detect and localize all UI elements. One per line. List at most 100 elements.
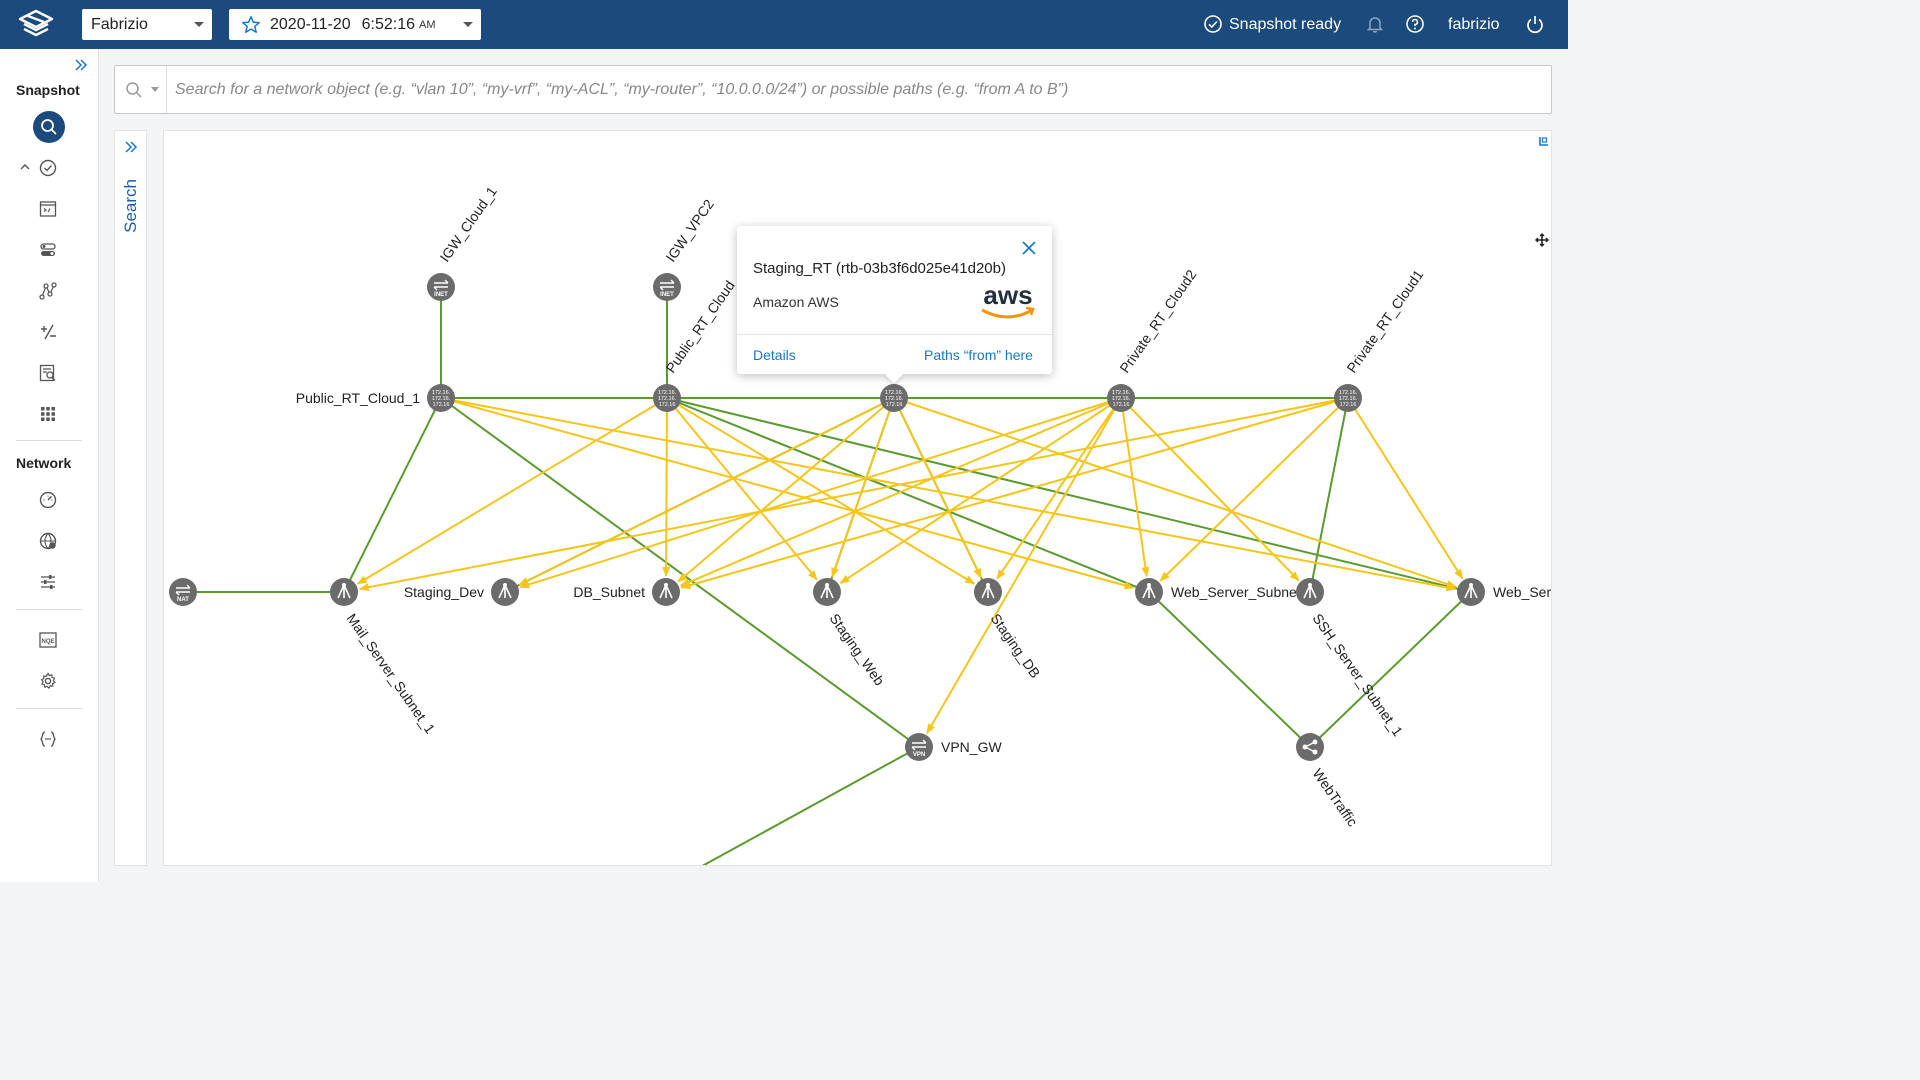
expand-sidebar-icon[interactable] <box>74 58 88 72</box>
link-prt1-vpn[interactable] <box>440 397 920 748</box>
router-glyph-text: 172.16. <box>885 396 904 402</box>
chevron-up-icon[interactable] <box>19 162 31 172</box>
app-logo-icon[interactable] <box>14 8 58 42</box>
inventory-search-icon[interactable] <box>38 363 58 383</box>
details-link[interactable]: Details <box>753 347 796 363</box>
router-glyph-text: 172.16. <box>1112 390 1131 396</box>
search-panel-tab[interactable]: Search <box>121 179 140 233</box>
sliders-icon[interactable] <box>38 572 58 592</box>
path-trace-icon[interactable] <box>38 281 58 301</box>
gateway-arrows-glyph <box>659 279 675 291</box>
config-file-icon[interactable] <box>38 199 58 219</box>
topology-node-wss[interactable]: Web_Server_Subnet <box>1135 578 1301 606</box>
search-input[interactable]: Search for a network object (e.g. “vlan … <box>175 81 1069 98</box>
bell-icon[interactable] <box>1365 14 1385 34</box>
dashboard-gauge-icon[interactable] <box>38 490 58 510</box>
path-pvrt1-wss[interactable] <box>1159 397 1349 582</box>
topology-node-mail[interactable]: Mail_Server_Subnet_1 <box>330 578 438 737</box>
subnet-glyph <box>981 584 995 599</box>
path-pvrt2-ssh[interactable] <box>1120 397 1300 582</box>
router-glyph-text: 172.16. <box>1339 390 1358 396</box>
topology-node-db[interactable]: DB_Subnet <box>573 578 680 606</box>
gear-icon[interactable] <box>38 671 58 691</box>
link-pvrt1-ssh[interactable] <box>1309 397 1349 593</box>
search-icon <box>126 82 142 98</box>
path-srt-db[interactable] <box>677 397 895 583</box>
gateway-type-text: INET <box>434 292 448 298</box>
path-pvrt2-sdb[interactable] <box>996 397 1122 580</box>
path-pvrt1-webs[interactable] <box>1347 397 1464 580</box>
snapshot-status: Snapshot ready <box>1229 15 1342 33</box>
router-glyph-text: 172.16 <box>1340 402 1357 408</box>
path-pvrt1-db[interactable] <box>680 397 1349 590</box>
path-pvrt1-mail[interactable] <box>358 397 1349 592</box>
topology-node-webt[interactable]: WebTraffic <box>1296 733 1361 829</box>
router-glyph-text: 172.16. <box>1339 396 1358 402</box>
network-settings-icon[interactable] <box>38 531 58 551</box>
path-srt-sdev[interactable] <box>518 397 895 586</box>
star-icon[interactable] <box>241 15 261 35</box>
link-prt1-mail[interactable] <box>343 397 442 593</box>
diff-icon[interactable] <box>38 322 58 342</box>
search-nav-button[interactable] <box>33 111 65 143</box>
path-pvrt2-sdev[interactable] <box>519 397 1122 589</box>
path-pvrt2-vpn[interactable] <box>926 397 1122 735</box>
router-node-icon <box>1334 384 1362 412</box>
path-prt2-mail[interactable] <box>356 397 668 585</box>
subnet-glyph-dot <box>342 583 346 587</box>
path-prt2-sweb[interactable] <box>666 397 818 581</box>
path-srt-webs[interactable] <box>893 397 1457 588</box>
help-icon[interactable] <box>1405 14 1425 34</box>
link-wss-webt[interactable] <box>1148 591 1311 748</box>
link-prt2-webs[interactable] <box>666 397 1472 593</box>
path-prt1-webs[interactable] <box>440 397 1457 592</box>
topology-node-ssh[interactable]: SSH_Server_Subnet_1 <box>1296 578 1406 739</box>
api-braces-icon[interactable] <box>38 729 58 749</box>
path-srt-sweb[interactable] <box>831 397 895 578</box>
topology-node-srt[interactable]: 172.16.172.16.172.16 <box>880 384 908 412</box>
path-srt-sdb[interactable] <box>893 397 982 579</box>
user-menu[interactable]: fabrizio <box>1448 15 1500 33</box>
power-icon[interactable] <box>1525 14 1545 34</box>
topology-graph[interactable]: INETIGW_Cloud_1INETIGW_VPC2172.16.172.16… <box>164 131 1552 866</box>
verify-check-icon[interactable] <box>38 158 58 178</box>
subnet-glyph-dot <box>986 583 990 587</box>
search-mode-dropdown[interactable] <box>115 66 167 113</box>
subnet-glyph <box>1303 584 1317 599</box>
chevron-down-icon <box>463 22 473 27</box>
close-icon[interactable] <box>1021 240 1037 256</box>
network-selector[interactable]: Fabrizio <box>82 9 212 40</box>
apps-grid-icon[interactable] <box>38 404 58 424</box>
topology-node-sweb[interactable]: Staging_Web <box>813 578 888 689</box>
topology-node-sdev[interactable]: Staging_Dev <box>404 578 519 606</box>
nqe-icon[interactable]: NQE <box>38 630 58 650</box>
expand-panel-icon[interactable] <box>124 140 138 154</box>
router-glyph-text: 172.16 <box>886 402 903 408</box>
link-webs-webt[interactable] <box>1309 591 1472 748</box>
topology-node-nat[interactable]: NAT <box>169 578 197 606</box>
path-pvrt2-sweb[interactable] <box>839 397 1122 585</box>
path-prt2-sdb[interactable] <box>666 397 976 585</box>
paths-from-here-link[interactable]: Paths “from” here <box>924 347 1033 363</box>
snapshot-selector[interactable]: 2020-11-20 6:52:16 AM <box>229 9 481 40</box>
path-prt2-db[interactable] <box>662 397 671 578</box>
toggles-icon[interactable] <box>38 240 58 260</box>
subnet-glyph-dot <box>1147 583 1151 587</box>
aws-logo-text: aws <box>983 280 1032 310</box>
node-label: Private_RT_Cloud1 <box>1343 266 1426 375</box>
gateway-arrows-glyph <box>433 279 449 291</box>
link-vpn-offscreen[interactable] <box>684 746 920 866</box>
link-prt2-wss[interactable] <box>666 397 1150 593</box>
path-pvrt2-wss[interactable] <box>1120 397 1150 578</box>
fit-view-icon[interactable] <box>1538 135 1550 147</box>
path-prt1-wss[interactable] <box>440 397 1135 590</box>
path-pvrt2-db[interactable] <box>679 397 1122 587</box>
topology-node-webs[interactable]: Web_Serv <box>1457 578 1552 606</box>
